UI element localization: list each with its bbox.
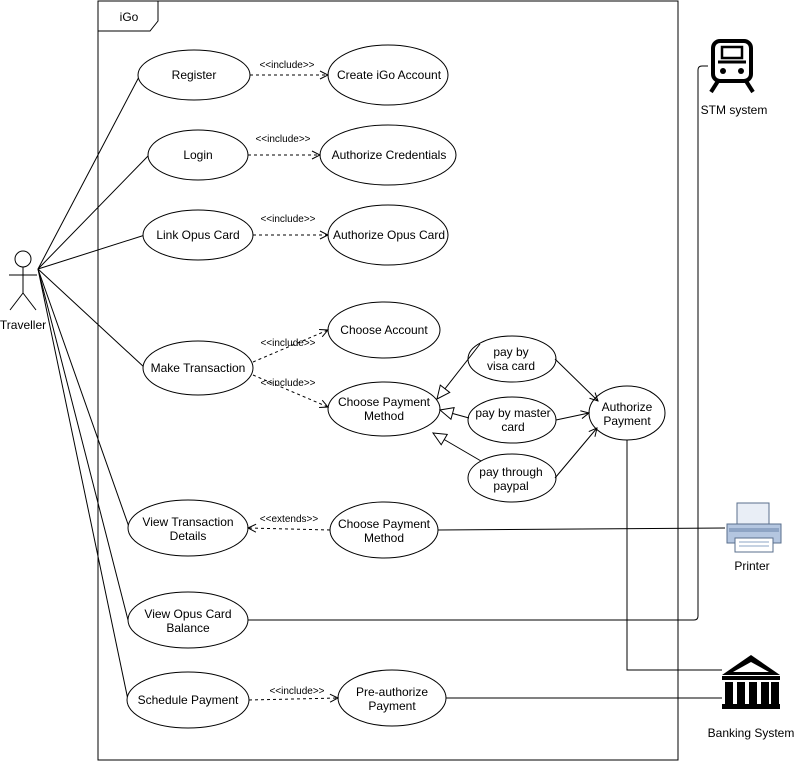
usecase-view-transaction-line1: View Transaction xyxy=(142,515,233,529)
include-label-link-opus: <<include>> xyxy=(260,214,315,225)
generalization-paypal xyxy=(431,432,482,462)
arrow-visa-authorize xyxy=(554,358,598,401)
usecase-authorize-payment-line2: Payment xyxy=(603,414,651,428)
actor-printer-label: Printer xyxy=(734,559,769,573)
usecase-choose-payment-2-line2: Method xyxy=(364,531,404,545)
include-arrow-preauthorize xyxy=(248,698,338,700)
system-boundary: iGo xyxy=(97,0,679,761)
usecase-login-label: Login xyxy=(183,148,212,162)
connector-balance-stm xyxy=(248,65,708,621)
bank-icon xyxy=(722,655,780,709)
usecase-create-account-label: Create iGo Account xyxy=(337,68,442,82)
extends-arrow xyxy=(248,528,331,530)
connector-choose-payment-printer xyxy=(437,527,726,531)
generalization-master xyxy=(438,407,470,421)
generalization-visa xyxy=(436,343,481,400)
usecase-choose-payment-1-line2: Method xyxy=(364,409,404,423)
actor-traveller-label: Traveller xyxy=(0,318,46,332)
actor-stm-label: STM system xyxy=(701,103,768,117)
usecase-choose-account-label: Choose Account xyxy=(340,323,428,337)
usecase-view-transaction-line2: Details xyxy=(170,529,207,543)
usecase-link-opus-label: Link Opus Card xyxy=(156,228,239,242)
usecase-pay-visa-line1: pay by xyxy=(493,345,528,359)
arrow-master-authorize xyxy=(555,413,589,421)
usecase-pay-paypal xyxy=(467,453,557,503)
arrow-paypal-authorize xyxy=(554,428,597,479)
usecase-preauthorize-line1: Pre-authorize xyxy=(356,685,428,699)
actor-traveller xyxy=(9,250,37,311)
printer-icon xyxy=(726,502,782,553)
usecase-pay-visa-line2: visa card xyxy=(487,359,535,373)
include-arrow-choose-payment xyxy=(252,374,328,407)
include-label-login: <<include>> xyxy=(255,134,310,145)
include-label-preauthorize: <<include>> xyxy=(269,686,324,697)
usecase-authorize-payment-line1: Authorize xyxy=(602,400,653,414)
actor-bank-label: Banking System xyxy=(708,726,795,740)
usecase-schedule-payment-label: Schedule Payment xyxy=(138,693,239,707)
include-label-choose-account: <<include>> xyxy=(260,338,315,349)
connector-authorize-bank xyxy=(626,440,722,671)
usecase-authorize-opus-label: Authorize Opus Card xyxy=(333,228,445,242)
usecase-choose-payment-2-line1: Choose Payment xyxy=(338,517,431,531)
traveller-associations xyxy=(37,74,150,701)
usecase-pay-master-line1: pay by master xyxy=(475,406,550,420)
usecase-view-balance-line1: View Opus Card xyxy=(144,607,231,621)
include-label-choose-payment: <<include>> xyxy=(260,378,315,389)
usecase-authorize-credentials-label: Authorize Credentials xyxy=(332,148,447,162)
include-label-register: <<include>> xyxy=(259,60,314,71)
usecase-view-balance-line2: Balance xyxy=(166,621,210,635)
usecase-pay-paypal-line2: paypal xyxy=(493,479,528,493)
system-title: iGo xyxy=(120,10,139,24)
usecase-make-transaction-label: Make Transaction xyxy=(151,361,246,375)
usecase-make-transaction xyxy=(142,340,254,396)
usecase-pay-master-line2: card xyxy=(501,420,524,434)
usecase-pay-paypal-line1: pay through xyxy=(479,465,542,479)
usecase-choose-payment-1-line1: Choose Payment xyxy=(338,395,431,409)
usecase-register-label: Register xyxy=(172,68,217,82)
extends-label: <<extends>> xyxy=(260,514,319,525)
include-arrow-choose-account xyxy=(252,330,328,363)
train-icon xyxy=(709,39,755,94)
usecase-preauthorize-line2: Payment xyxy=(368,699,416,713)
